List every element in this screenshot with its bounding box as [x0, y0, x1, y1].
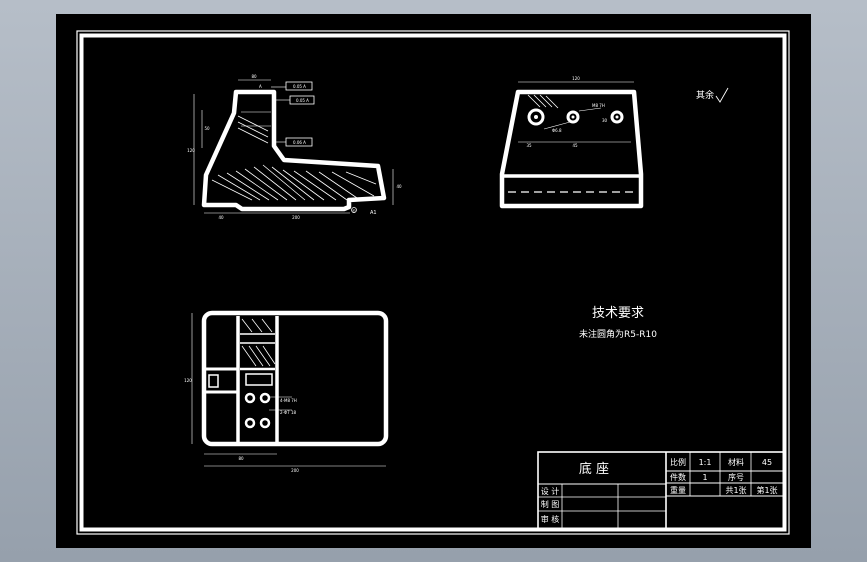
fv-dim-top: 80 [251, 74, 257, 79]
sv-dim-hole: M8 7H [592, 103, 605, 108]
fv-dim-bottom-left: 40 [218, 215, 224, 220]
sv-dim-top: 120 [572, 76, 580, 81]
sv-dim-small: Φ6.8 [552, 128, 562, 133]
sv-dim-left: 35 [526, 143, 532, 148]
cad-viewport[interactable]: 其余 技术要求 未注圆角为R5-R10 80 50 120 40 200 40 … [56, 14, 811, 548]
tb-material-value: 45 [762, 458, 772, 467]
tb-material-label: 材料 [728, 457, 744, 467]
sv-dim-mid: 45 [572, 143, 578, 148]
fv-tol-flat: 0.06 A [293, 140, 306, 145]
pv-hole-note-2: 2-Φ7 18 [280, 410, 296, 415]
side-view-bore [527, 108, 545, 126]
fv-datum-mark: ① [352, 209, 357, 215]
surface-finish-symbol [715, 87, 729, 103]
tb-sheet-total: 共1张 [725, 486, 746, 495]
sv-dim-bore: Φ18 [522, 90, 531, 95]
pv-hole-note-1: 4-M8 7H [280, 398, 297, 403]
sheet-border-inner [79, 33, 787, 532]
fv-dim-right: 40 [396, 184, 402, 189]
pv-dim-total: 200 [291, 468, 299, 473]
title-block [537, 451, 785, 530]
fv-tol-par: 0.05 A [296, 98, 309, 103]
plan-view-hatch [241, 318, 276, 367]
side-view-hatch [527, 94, 559, 109]
fv-tol-perp: 0.05 A [293, 84, 306, 89]
cad-drawing: 其余 技术要求 未注圆角为R5-R10 80 50 120 40 200 40 … [76, 30, 790, 535]
fv-dim-left: 50 [204, 126, 210, 131]
tech-requirements-title: 技术要求 [592, 306, 644, 321]
tb-sheet-no: 第1张 [756, 485, 777, 495]
plan-view [191, 310, 389, 467]
plan-view-outline [201, 310, 389, 447]
tb-number-label: 序号 [728, 472, 744, 482]
front-view-hatch [211, 115, 377, 201]
side-view-hole-3 [610, 110, 624, 124]
front-view-outline [201, 89, 387, 212]
front-view [193, 79, 394, 214]
tb-row-draw: 制 图 [541, 499, 560, 509]
pv-dim-inner: 80 [238, 456, 244, 461]
tb-count-value: 1 [702, 473, 707, 482]
tb-row-check: 审 核 [541, 514, 560, 524]
tb-part-name: 底 座 [579, 461, 609, 477]
tb-count-label: 件数 [670, 472, 686, 482]
fv-datum-label: A [259, 84, 262, 89]
side-view [499, 81, 644, 209]
sheet-border-outer [76, 30, 790, 535]
side-view-hole-2 [566, 110, 580, 124]
tb-scale-label: 比例 [670, 457, 686, 467]
fv-dim-bottom-mid: 200 [292, 215, 300, 220]
tech-requirements-line: 未注圆角为R5-R10 [579, 328, 657, 340]
side-view-outline [499, 89, 644, 209]
sv-dim-depth: 30 [602, 118, 608, 123]
tb-scale-value: 1:1 [699, 458, 712, 467]
pv-dim-left: 120 [184, 378, 192, 383]
fv-dim-full: 120 [187, 148, 195, 153]
surface-finish-note: 其余 [696, 89, 714, 101]
tb-row-design: 设 计 [541, 486, 560, 496]
tb-weight-label: 重量 [670, 485, 686, 495]
fv-datum-note: A1 [370, 210, 377, 216]
